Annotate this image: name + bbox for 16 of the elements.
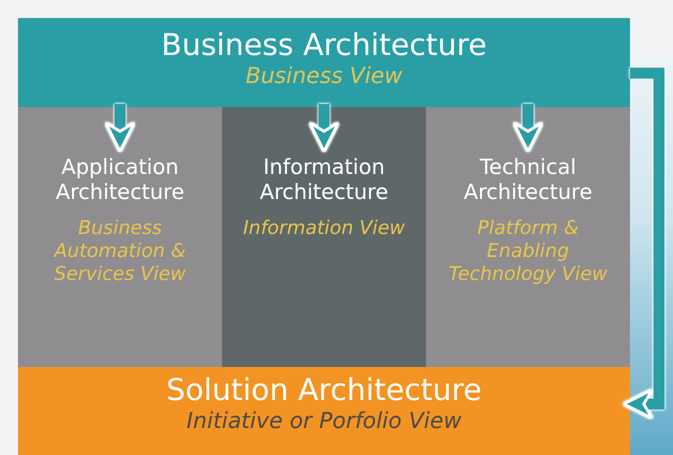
subheading: Platform & Enabling Technology View: [448, 217, 608, 286]
column-box: [222, 107, 426, 367]
business-box: [18, 18, 630, 107]
column-box: [426, 107, 630, 367]
solution-box: [18, 367, 630, 455]
arrow: [622, 68, 664, 420]
heading: Solution Architecture: [165, 373, 483, 409]
heading: Application Architecture: [54, 155, 186, 206]
heading: Technical Architecture: [462, 155, 594, 206]
subheading: Initiative or Porfolio View: [186, 409, 462, 436]
subheading: Business View: [244, 64, 404, 90]
heading: Business Architecture: [160, 28, 488, 64]
column-box: [18, 107, 222, 367]
subheading: Business Automation & Services View: [52, 217, 187, 286]
subheading: Information View: [242, 217, 406, 240]
heading: Information Architecture: [258, 155, 390, 206]
